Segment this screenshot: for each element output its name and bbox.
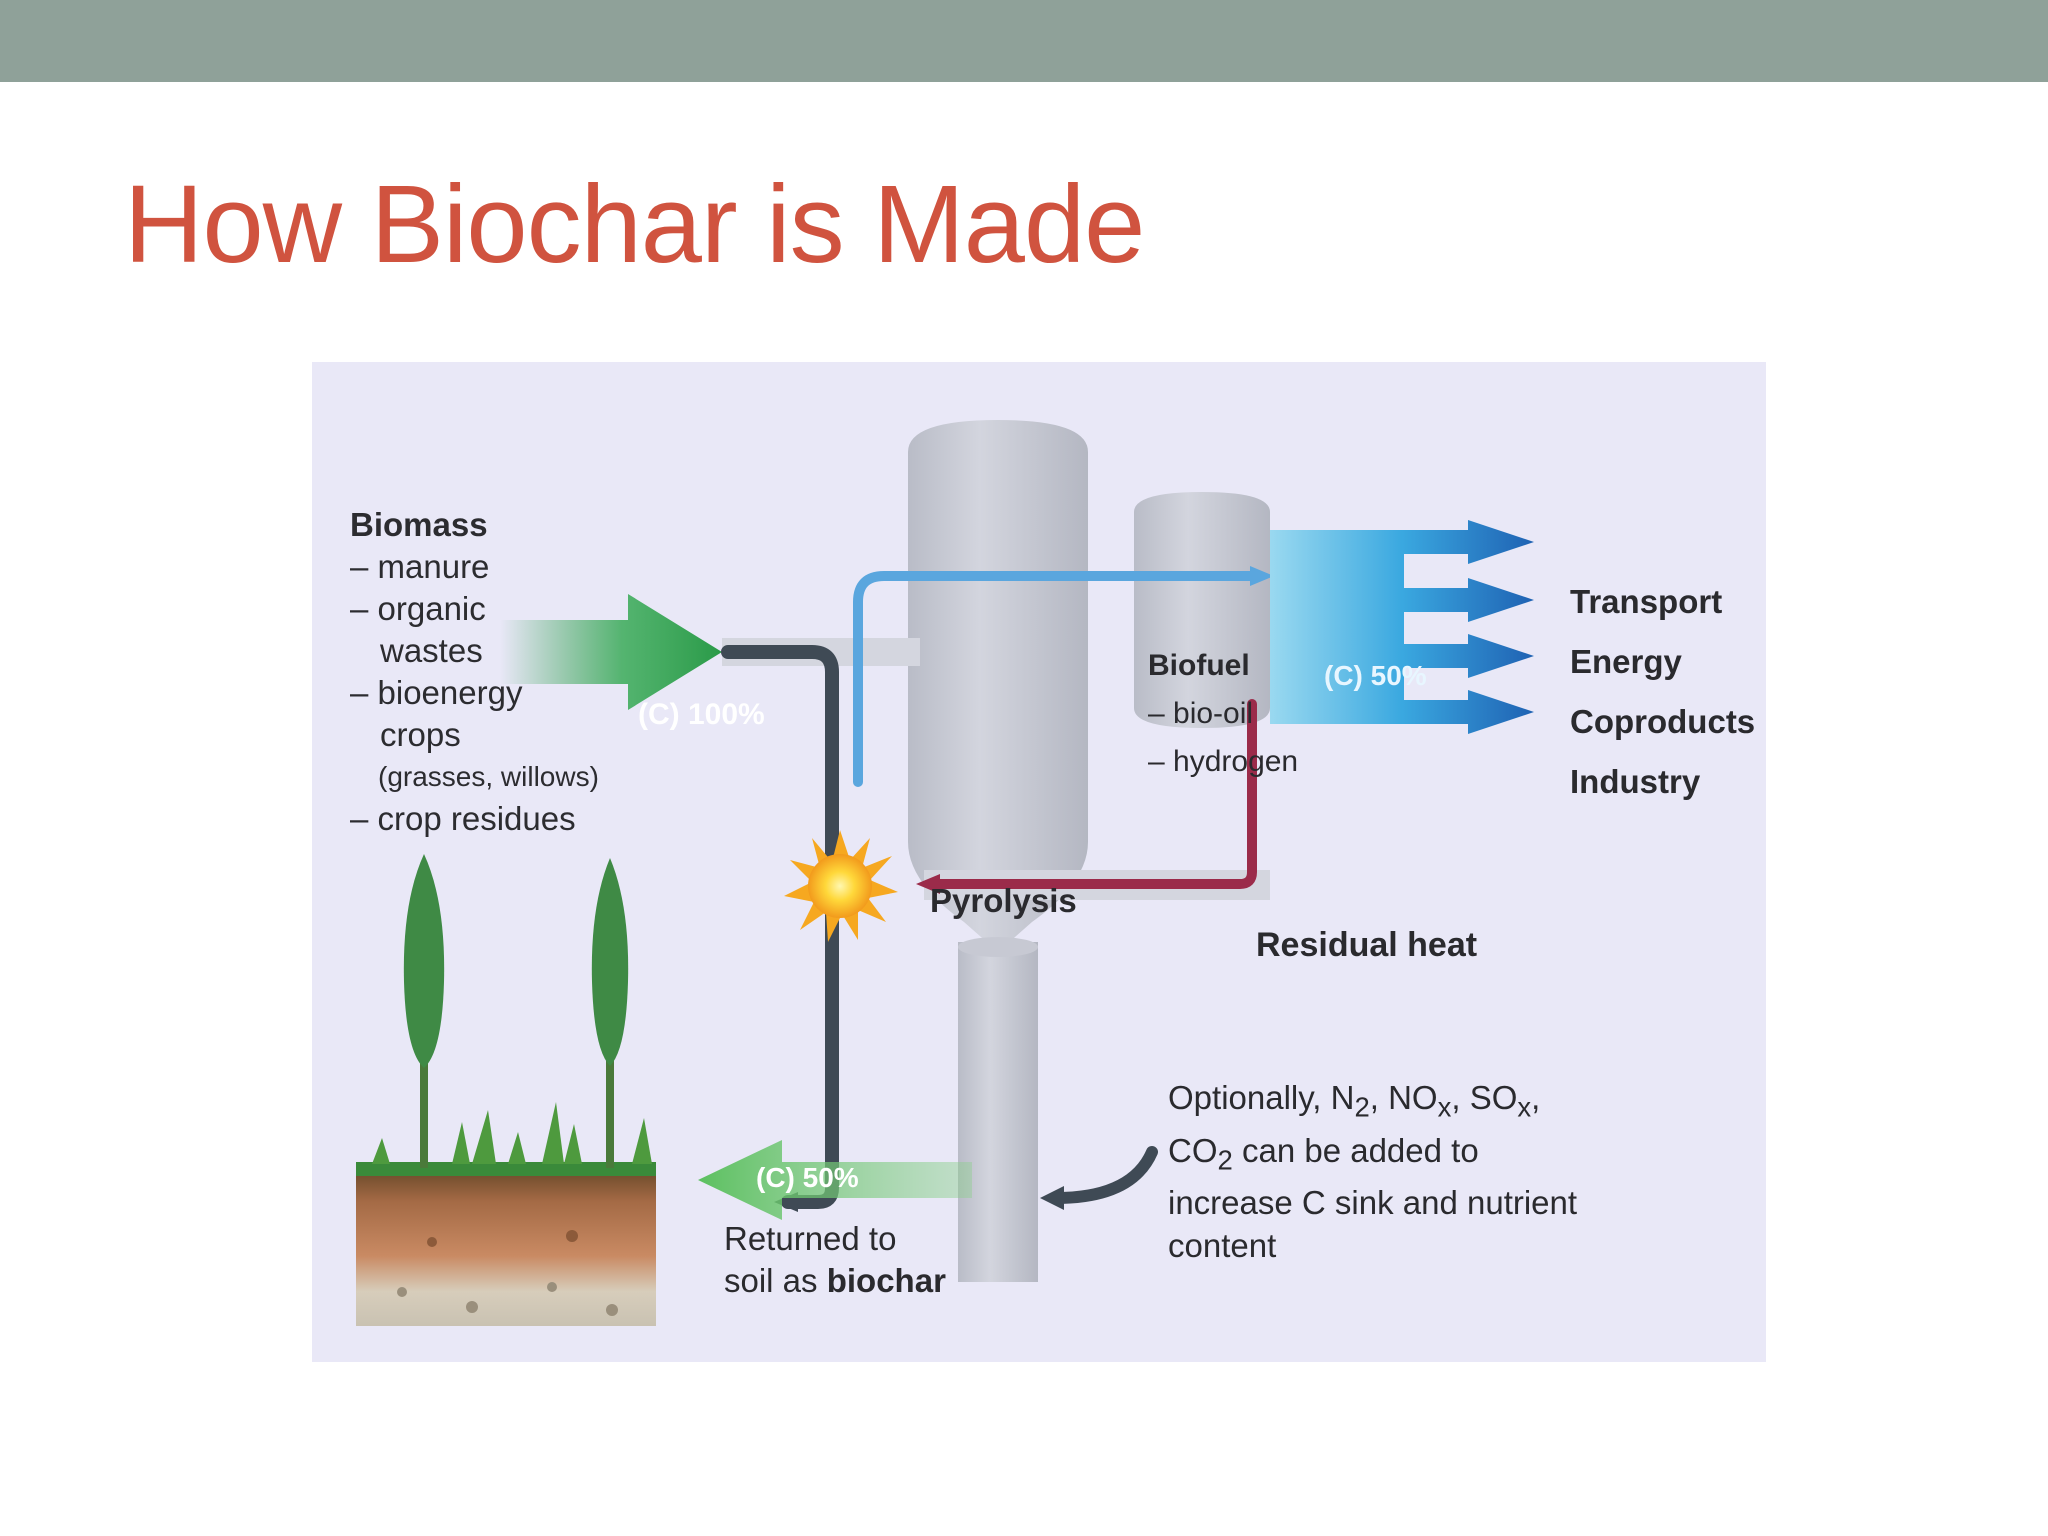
biomass-item: – organic — [350, 590, 486, 627]
output-block — [1270, 520, 1534, 734]
output-item: Coproducts — [1570, 703, 1756, 740]
slide-title: How Biochar is Made — [124, 163, 1145, 286]
reactor-base — [958, 942, 1038, 1282]
biomass-list: Biomass – manure – organic wastes – bioe… — [350, 504, 599, 840]
output-item: Industry — [1570, 763, 1701, 800]
grass — [372, 1102, 652, 1164]
returned-line: Returned to — [724, 1220, 897, 1257]
text-run: , SO — [1451, 1079, 1518, 1116]
biofuel-tank — [1134, 492, 1270, 728]
text-run: Optionally, N — [1168, 1079, 1355, 1116]
optional-arrow — [1050, 1146, 1158, 1204]
tree-right — [591, 858, 629, 1168]
biomass-heading: Biomass — [350, 506, 488, 543]
residual-heat-label: Residual heat — [1256, 926, 1478, 964]
biofuel-item: – hydrogen — [1148, 745, 1299, 778]
biomass-item: – manure — [350, 548, 490, 585]
subscript: x — [1517, 1091, 1532, 1123]
return-flow-label: (C) 50% — [756, 1162, 859, 1193]
soil-block — [356, 1162, 656, 1326]
output-item: Energy — [1570, 643, 1682, 680]
subscript: 2 — [1217, 1144, 1233, 1176]
biomass-item: – crop residues — [350, 800, 576, 837]
text-run: CO — [1168, 1131, 1218, 1169]
optional-note-line: Optionally, N2, NOx, SOx, — [1168, 1076, 1577, 1129]
output-list: Transport Energy Coproducts Industry — [1570, 572, 1755, 812]
input-arrow — [500, 594, 722, 710]
subscript: 2 — [1354, 1091, 1370, 1123]
input-flow-label: (C) 100% — [638, 698, 765, 731]
optional-note-line: content — [1168, 1227, 1277, 1265]
heat-pipe — [927, 699, 1257, 889]
biomass-item: – bioenergy — [350, 674, 523, 711]
optional-note-line: CO2 can be added to — [1168, 1129, 1577, 1182]
text-run: soil as — [724, 1262, 827, 1299]
biomass-item: wastes — [380, 632, 483, 669]
output-item: Transport — [1570, 583, 1723, 620]
text-run: , — [1531, 1079, 1541, 1116]
reactor-column — [908, 420, 1088, 952]
biomass-item: (grasses, willows) — [378, 761, 599, 792]
diagram-graphics — [356, 420, 1534, 1326]
optional-note: Optionally, N2, NOx, SOx, CO2 can be add… — [1168, 1076, 1577, 1267]
returned-line: soil as biochar — [724, 1260, 946, 1302]
returned-label: Returned to soil as biochar — [724, 1218, 946, 1302]
biofuel-label: Biofuel – bio-oil – hydrogen — [1148, 642, 1298, 786]
top-bar — [0, 0, 2048, 82]
optional-note-line: increase C sink and nutrient — [1168, 1184, 1578, 1222]
return-arrow — [698, 1140, 972, 1220]
biomass-item: crops — [380, 716, 461, 753]
text-run: can be added to — [1232, 1131, 1479, 1169]
biofuel-item: – bio-oil — [1148, 697, 1254, 730]
output-flow-label: (C) 50% — [1324, 660, 1427, 691]
text-run: , NO — [1369, 1079, 1438, 1116]
biofuel-heading: Biofuel — [1148, 649, 1250, 682]
subscript: x — [1437, 1091, 1452, 1123]
pyrolysis-label: Pyrolysis — [930, 882, 1077, 919]
pyrolysis-burst — [784, 830, 898, 942]
biochar-diagram: Biomass – manure – organic wastes – bioe… — [312, 362, 1766, 1362]
tree-left — [403, 854, 445, 1168]
feed-pipe — [721, 645, 839, 1209]
text-run: biochar — [826, 1262, 946, 1299]
vapor-pipe — [853, 571, 1263, 787]
